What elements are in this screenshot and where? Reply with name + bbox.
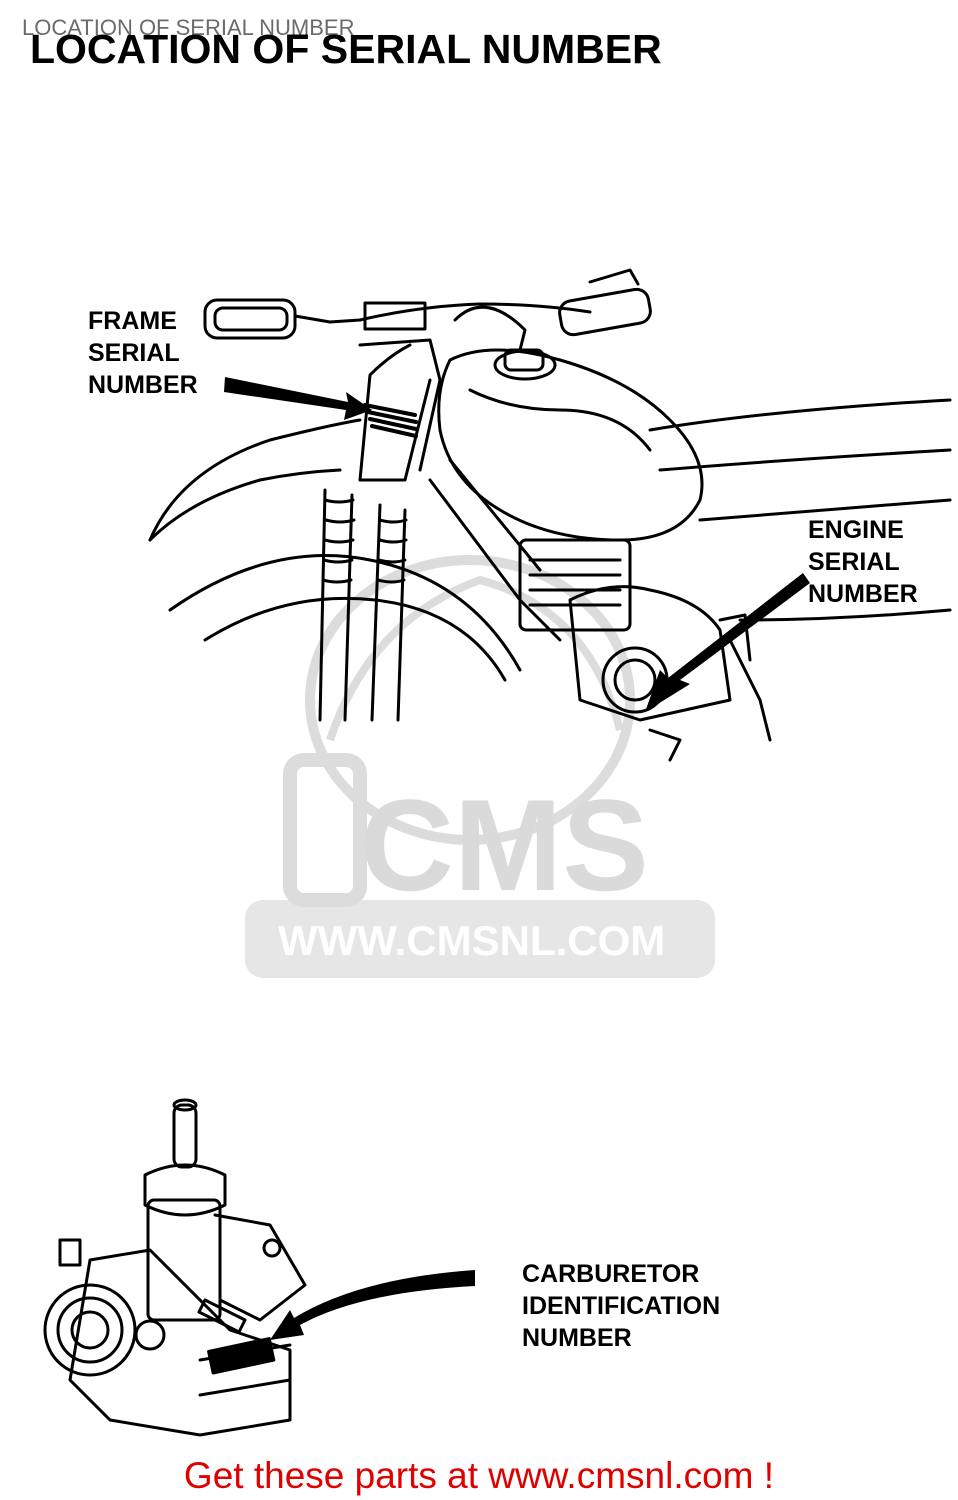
- page-title: LOCATION OF SERIAL NUMBER: [30, 26, 662, 72]
- engine-label-line-2: SERIAL: [808, 548, 900, 576]
- watermark-url: WWW.CMSNL.COM: [278, 917, 665, 964]
- frame-label-line-2: SERIAL: [88, 339, 180, 367]
- frame-label-line-3: NUMBER: [88, 371, 198, 399]
- cms-watermark: CMS WWW.CMSNL.COM: [245, 555, 715, 978]
- frame-pointer-arrow: [224, 377, 372, 420]
- watermark-brand: CMS: [360, 772, 649, 918]
- frame-label-line-1: FRAME: [88, 307, 177, 335]
- frame-serial-label: FRAME SERIAL NUMBER: [88, 305, 198, 401]
- engine-pointer-arrow: [645, 573, 810, 712]
- carb-label-line-1: CARBURETOR: [522, 1260, 700, 1288]
- get-parts-link[interactable]: Get these parts at www.cmsnl.com !: [183, 1455, 775, 1496]
- engine-label-line-1: ENGINE: [808, 516, 904, 544]
- carb-label-line-2: IDENTIFICATION: [522, 1292, 721, 1320]
- motorcycle-illustration: [148, 268, 952, 762]
- carburetor-pointer-arrow: [270, 1270, 475, 1340]
- carburetor-id-label: CARBURETOR IDENTIFICATION NUMBER: [522, 1258, 720, 1354]
- carb-label-line-3: NUMBER: [522, 1324, 632, 1352]
- engine-label-line-3: NUMBER: [808, 580, 918, 608]
- engine-serial-label: ENGINE SERIAL NUMBER: [808, 514, 918, 610]
- carburetor-illustration: [43, 1098, 307, 1437]
- page-caption: LOCATION OF SERIAL NUMBER: [22, 15, 355, 40]
